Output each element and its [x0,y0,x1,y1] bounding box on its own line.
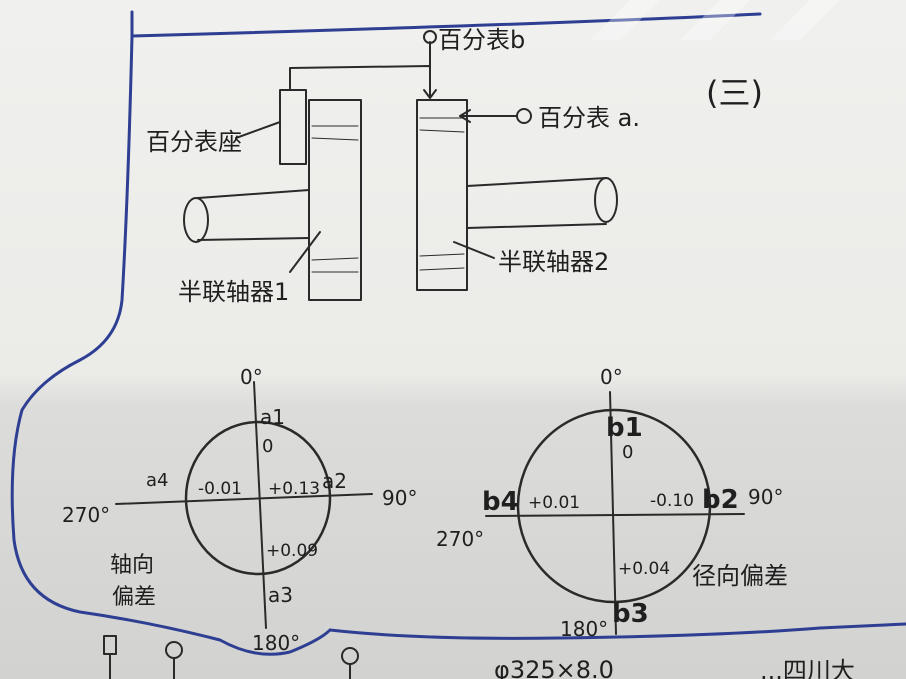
axial-caption-line1: 轴向 [110,553,154,578]
dial-b-label: 百分表b [438,26,525,54]
dial-b-icon [423,30,437,44]
shaft-left-end [183,197,209,243]
axial-horizontal-axis [115,493,373,505]
radial-circle [516,408,712,604]
coupling-2-leader [453,241,495,259]
shaft-left [197,189,310,241]
coupling-2-hatch [419,117,465,271]
dial-b-stem [423,41,437,99]
radial-angle-top: 0° [600,365,623,389]
axial-vertical-axis [253,381,267,629]
axial-value-left: -0.01 [198,479,242,499]
axial-value-bottom: +0.09 [266,541,318,561]
gauge-doodle-2 [341,647,359,665]
radial-value-bottom: +0.04 [618,559,670,579]
coupling-1 [308,99,362,301]
shaft-right-end [594,177,618,223]
dial-a-icon [516,108,532,124]
axial-circle [184,420,332,576]
radial-caption: 径向偏差 [692,562,788,590]
axial-value-right: +0.13 [268,479,320,499]
radial-value-right: -0.10 [650,491,694,511]
axial-value-top: 0 [262,436,273,457]
axial-point-left: a4 [146,470,168,491]
coupling-2 [416,99,468,291]
dial-a-pointer [459,109,517,123]
axial-circle-diagram [115,381,373,629]
axial-angle-bottom: 180° [252,631,300,655]
axial-point-right: a2 [322,469,347,493]
axial-caption-line2: 偏差 [112,585,156,610]
radial-angle-right: 90° [748,485,783,509]
radial-point-bottom: b3 [612,599,649,629]
radial-value-left: +0.01 [528,493,580,513]
dial-holder-label: 百分表座 [146,128,242,156]
bottom-note: φ325×8.0 [494,656,614,679]
valve-doodle [103,635,117,679]
coupling-1-hatch [311,125,359,273]
holder-bracket [289,65,431,97]
gauge-doodle-1 [165,641,183,659]
bottom-doodles [103,635,359,679]
radial-angle-left: 270° [436,527,484,551]
holder-leader [235,121,281,139]
radial-horizontal-axis [485,513,745,517]
radial-point-right: b2 [702,485,739,515]
coupling-1-leader [289,231,321,273]
radial-value-top: 0 [622,442,633,463]
axial-angle-right: 90° [382,486,417,510]
axial-point-bottom: a3 [268,583,293,607]
watermark-stripes [590,0,840,40]
coupling-2-label: 半联轴器2 [498,248,609,276]
axial-angle-top: 0° [240,365,263,389]
radial-point-top: b1 [606,413,643,443]
radial-vertical-axis [609,391,617,635]
shaft-right [466,177,607,229]
section-marker: (三) [706,74,763,112]
radial-circle-diagram [485,391,745,635]
dial-holder [279,89,307,165]
axial-angle-left: 270° [62,503,110,527]
frame-border [10,10,906,656]
coupling-diagram [183,30,618,301]
radial-point-left: b4 [482,487,519,517]
coupling-1-label: 半联轴器1 [178,278,289,306]
axial-point-top: a1 [260,405,285,429]
bottom-right-fragment: ...四川大 [760,657,855,679]
dial-a-label: 百分表 a. [538,104,640,132]
radial-angle-bottom: 180° [560,617,608,641]
